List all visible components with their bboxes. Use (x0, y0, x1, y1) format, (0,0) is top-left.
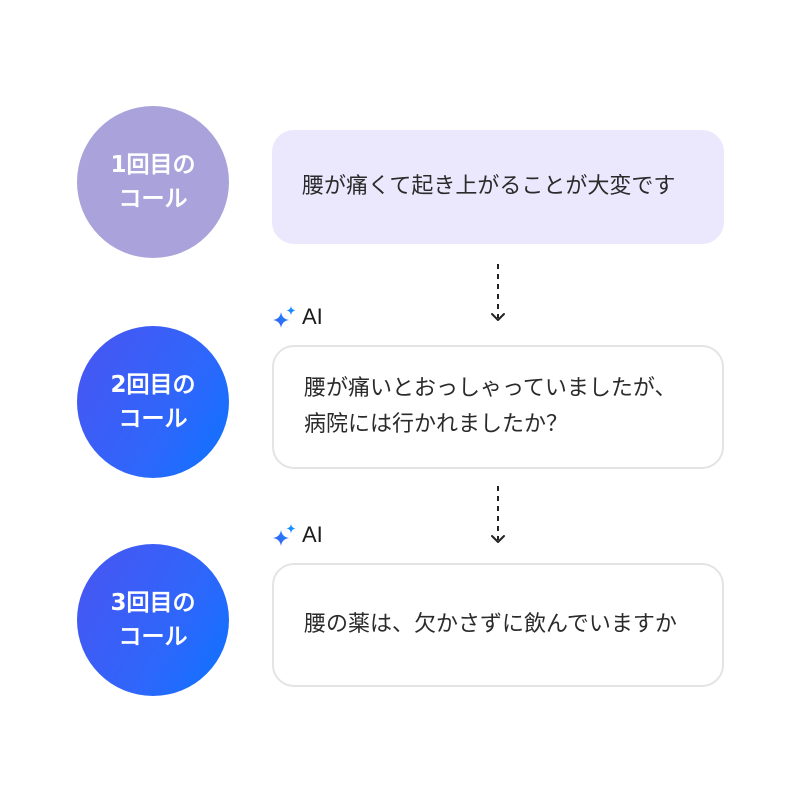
second-call-circle: 2回目の コール (77, 326, 229, 478)
ai-badge: AI (272, 522, 323, 548)
call-label-line2: コール (118, 406, 188, 432)
ai-badge: AI (272, 304, 323, 330)
dashed-arrow-down-icon (491, 264, 505, 321)
call-label-line1: 2回目の (110, 372, 196, 398)
call-label-line1: 1回目の (110, 152, 196, 178)
call-label-line1: 3回目の (110, 590, 196, 616)
ai-badge-label: AI (302, 304, 323, 329)
dashed-arrow-down-icon (491, 486, 505, 543)
user-message-bubble: 腰が痛くて起き上がることが大変です (272, 130, 724, 244)
message-text: 腰が痛くて起き上がることが大変です (302, 174, 676, 199)
ai-message-bubble: 腰の薬は、欠かさずに飲んでいますか (272, 563, 724, 687)
ai-message-bubble: 腰が痛いとおっしゃっていましたが、病院には行かれましたか？ (272, 345, 724, 469)
call-label-line2: コール (118, 624, 188, 650)
third-call-circle: 3回目の コール (77, 544, 229, 696)
first-call-circle: 1回目の コール (77, 106, 229, 258)
message-text: 腰が痛いとおっしゃっていましたが、病院には行かれましたか？ (304, 376, 677, 437)
call-label-line2: コール (118, 186, 188, 212)
ai-badge-label: AI (302, 522, 323, 547)
message-text: 腰の薬は、欠かさずに飲んでいますか (304, 612, 677, 637)
sparkle-icon (273, 524, 296, 546)
sparkle-icon (273, 306, 296, 328)
